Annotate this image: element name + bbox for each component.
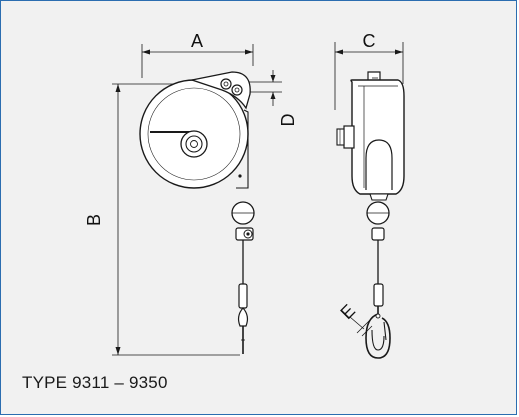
front-cable-assembly bbox=[231, 201, 255, 354]
dimension-c-line bbox=[334, 42, 404, 110]
dimension-e-label: E bbox=[336, 300, 359, 323]
dimension-d-label: D bbox=[278, 114, 298, 127]
dimension-a-line bbox=[141, 44, 254, 78]
dimension-e-line bbox=[349, 316, 373, 337]
figure-caption: TYPE 9311 – 9350 bbox=[22, 373, 168, 392]
side-housing bbox=[336, 71, 405, 201]
side-cable-assembly bbox=[365, 201, 391, 359]
front-view: A B D bbox=[84, 31, 298, 356]
dimension-c-label: C bbox=[363, 31, 376, 51]
side-view: C bbox=[334, 31, 405, 359]
dimension-a-label: A bbox=[191, 31, 203, 51]
front-housing bbox=[139, 71, 251, 189]
dimension-b-label: B bbox=[84, 214, 104, 226]
